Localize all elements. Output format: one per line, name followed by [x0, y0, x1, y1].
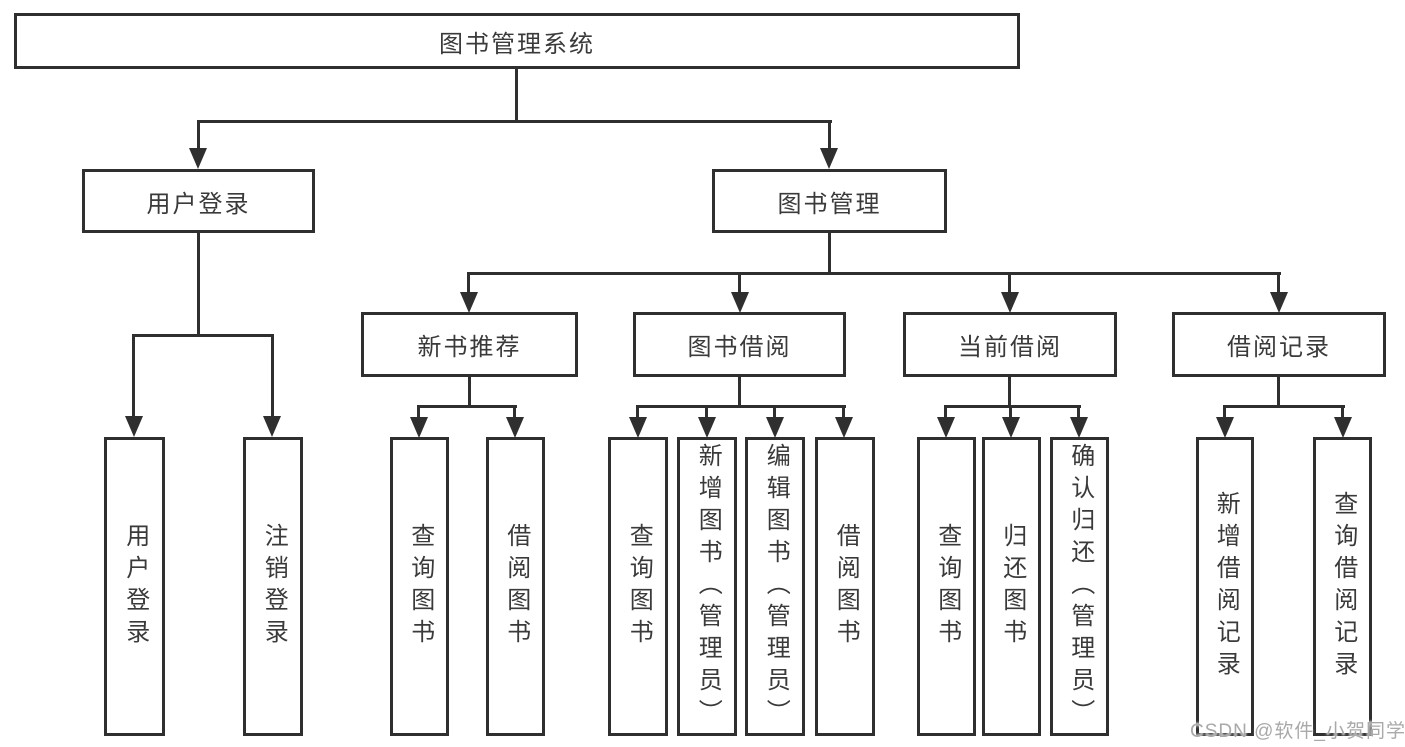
connector-leaf-drop	[773, 405, 776, 419]
connector-leaf-drop	[417, 405, 420, 419]
leaf-confirm-return-admin-label: 确认归还（管理员）	[1066, 442, 1094, 731]
leaf-query-books-borrow-label: 查询图书	[625, 522, 653, 651]
arrow-down-icon	[410, 417, 428, 438]
connector-book-mgmt-stem	[828, 233, 831, 274]
csdn-watermark: CSDN @软件_小贺同学	[1190, 721, 1405, 742]
leaf-confirm-return-admin: 确认归还（管理员）	[1050, 437, 1109, 736]
leaf-query-books-recommend: 查询图书	[390, 437, 449, 736]
leaf-query-books-current-label: 查询图书	[933, 522, 961, 651]
connector-leaf-drop	[636, 405, 639, 419]
leaf-query-books-borrow: 查询图书	[608, 437, 668, 736]
arrow-down-icon	[1002, 417, 1020, 438]
node-current-borrow-label: 当前借阅	[958, 334, 1062, 361]
connector-leaf-drop	[1341, 405, 1344, 419]
arrow-down-icon	[1001, 292, 1019, 313]
node-borrow-records-label: 借阅记录	[1227, 334, 1331, 361]
leaf-add-borrow-record-label: 新增借阅记录	[1212, 490, 1240, 683]
arrow-down-icon	[125, 416, 143, 437]
node-new-book-recommend: 新书推荐	[361, 312, 578, 377]
connector-root-stem	[515, 69, 518, 122]
node-user-login-label: 用户登录	[146, 190, 251, 218]
node-book-management-label: 图书管理	[777, 190, 882, 218]
connector-leaf-drop	[1009, 405, 1012, 419]
leaf-query-borrow-record: 查询借阅记录	[1313, 437, 1372, 736]
connector-book-borrow-rail	[636, 405, 846, 408]
connector-borrow-records-stem	[1277, 377, 1280, 407]
arrow-down-icon	[820, 148, 838, 169]
connector-leaf-drop	[1223, 405, 1226, 419]
connector-level3-drop	[467, 272, 470, 294]
connector-leaf-drop	[842, 405, 845, 419]
connector-book-borrow-stem	[738, 377, 741, 407]
leaf-logout: 注销登录	[243, 437, 303, 736]
leaf-return-books-label: 归还图书	[998, 522, 1026, 651]
connector-current-borrow-rail	[944, 405, 1081, 408]
leaf-borrow-books-recommend-label: 借阅图书	[502, 522, 530, 651]
leaf-borrow-books-borrow: 借阅图书	[815, 437, 875, 736]
leaf-user-login-label: 用户登录	[121, 522, 149, 651]
node-current-borrow: 当前借阅	[903, 312, 1117, 377]
node-book-management: 图书管理	[712, 169, 947, 233]
connector-user-login-drop	[197, 120, 200, 152]
leaf-add-borrow-record: 新增借阅记录	[1196, 437, 1254, 736]
node-new-book-recommend-label: 新书推荐	[417, 334, 522, 361]
leaf-add-book-admin: 新增图书（管理员）	[677, 437, 737, 736]
arrow-down-icon	[629, 417, 647, 438]
connector-leaf-drop	[1077, 405, 1080, 419]
node-book-borrow-label: 图书借阅	[687, 334, 792, 361]
leaf-edit-book-admin-label: 编辑图书（管理员）	[762, 442, 790, 731]
arrow-down-icon	[698, 417, 716, 438]
leaf-query-books-recommend-label: 查询图书	[406, 522, 434, 651]
connector-leaf-drop	[271, 334, 274, 419]
connector-user-login-stem	[197, 233, 200, 336]
arrow-down-icon	[835, 417, 853, 438]
connector-current-borrow-stem	[1008, 377, 1011, 407]
leaf-borrow-books-borrow-label: 借阅图书	[832, 522, 860, 651]
connector-level3-drop	[738, 272, 741, 294]
leaf-query-borrow-record-label: 查询借阅记录	[1329, 490, 1357, 683]
arrow-down-icon	[189, 148, 207, 169]
arrow-down-icon	[263, 416, 281, 437]
arrow-down-icon	[766, 417, 784, 438]
node-book-borrow: 图书借阅	[633, 312, 846, 377]
leaf-borrow-books-recommend: 借阅图书	[486, 437, 545, 736]
connector-book-mgmt-drop	[828, 120, 831, 152]
connector-leaf-drop	[132, 334, 135, 419]
arrow-down-icon	[1334, 417, 1352, 438]
connector-level2-rail	[197, 120, 832, 123]
leaf-add-book-admin-label: 新增图书（管理员）	[694, 442, 722, 731]
leaf-query-books-current: 查询图书	[917, 437, 976, 736]
connector-leaf-drop	[705, 405, 708, 419]
connector-leaf-drop	[513, 405, 516, 419]
connector-level3-drop	[1277, 272, 1280, 294]
leaf-logout-label: 注销登录	[260, 522, 288, 651]
arrow-down-icon	[460, 292, 478, 313]
connector-borrow-records-rail	[1223, 405, 1345, 408]
connector-leaf-drop	[944, 405, 947, 419]
arrow-down-icon	[937, 417, 955, 438]
node-user-login: 用户登录	[82, 169, 315, 233]
arrow-down-icon	[506, 417, 524, 438]
node-root: 图书管理系统	[14, 13, 1020, 69]
connector-new-book-rail	[417, 405, 517, 408]
connector-level3-drop	[1008, 272, 1011, 294]
connector-user-login-rail	[132, 334, 274, 337]
arrow-down-icon	[1270, 292, 1288, 313]
leaf-return-books: 归还图书	[982, 437, 1041, 736]
connector-level3-rail	[467, 272, 1281, 275]
arrow-down-icon	[731, 292, 749, 313]
connector-new-book-stem	[468, 377, 471, 407]
node-borrow-records: 借阅记录	[1172, 312, 1386, 377]
node-root-label: 图书管理系统	[439, 30, 595, 58]
leaf-user-login: 用户登录	[104, 437, 165, 736]
leaf-edit-book-admin: 编辑图书（管理员）	[745, 437, 805, 736]
arrow-down-icon	[1070, 417, 1088, 438]
arrow-down-icon	[1216, 417, 1234, 438]
